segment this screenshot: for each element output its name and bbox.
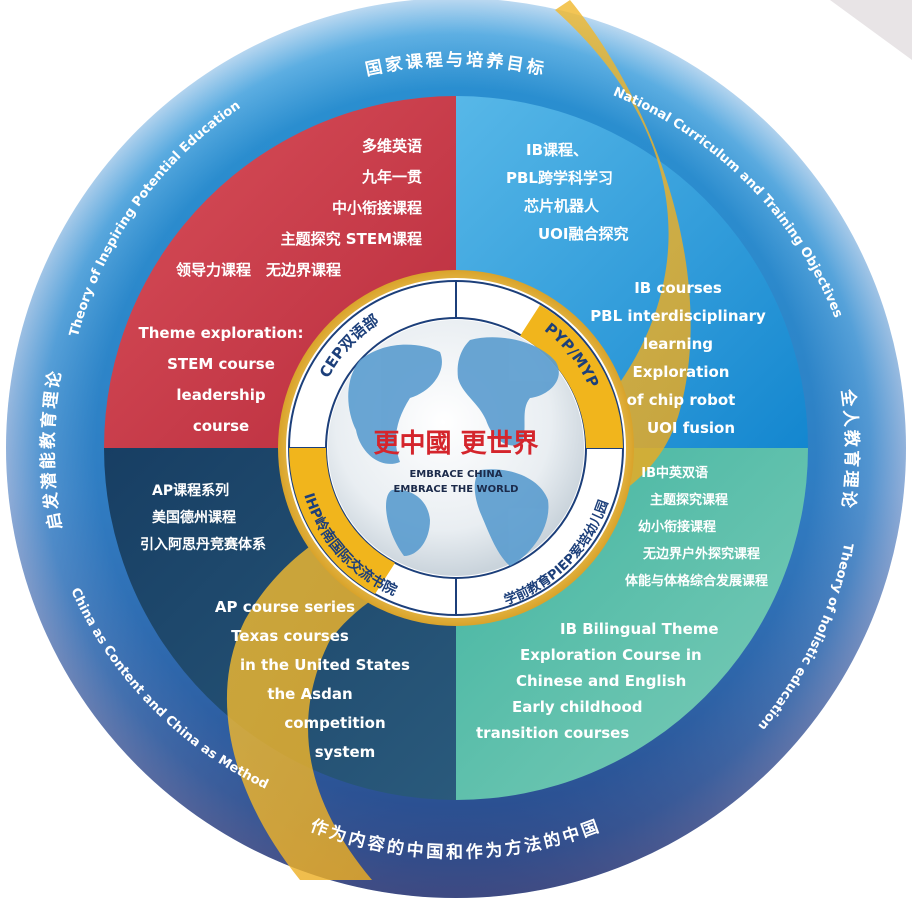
ihp-en-item: competition bbox=[284, 714, 386, 732]
piep-cn-item: 无边界户外探究课程 bbox=[642, 547, 760, 562]
ihp-en-item: Texas courses bbox=[231, 627, 349, 645]
ihp-cn-item: 美国德州课程 bbox=[152, 510, 236, 526]
ihp-en-list: AP course series Texas courses in the Un… bbox=[180, 600, 430, 774]
piep-en-item: Chinese and English bbox=[516, 672, 687, 690]
piep-cn-list: IB中英双语 主题探究课程 幼小衔接课程 无边界户外探究课程 体能与体格综合发展… bbox=[566, 467, 770, 602]
piep-en-item: Exploration Course in bbox=[520, 646, 702, 664]
inner-ring-gold-segment bbox=[520, 305, 623, 448]
pyp-en-item: Exploration bbox=[632, 363, 730, 381]
ihp-en-item: AP course series bbox=[214, 598, 356, 616]
ihp-en-item: the Asdan bbox=[267, 685, 353, 703]
piep-en-item: transition courses bbox=[476, 724, 630, 742]
cep-cn-item: 九年一贯 bbox=[361, 168, 422, 186]
piep-cn-item: IB中英双语 bbox=[641, 466, 708, 481]
pyp-en-item: UOI fusion bbox=[647, 419, 735, 437]
center-calligraphy: 更中國 更世界 bbox=[373, 429, 538, 459]
cep-cn-item: 中小衔接课程 bbox=[331, 199, 422, 217]
pyp-cn-list: IB课程、 PBL跨学科学习 芯片机器人 UOI融合探究 bbox=[498, 143, 688, 255]
corner-decoration bbox=[830, 0, 912, 60]
ihp-cn-item: 引入阿思丹竞赛体系 bbox=[140, 537, 266, 553]
pyp-en-list: IB courses PBL interdisciplinary learnin… bbox=[580, 281, 776, 449]
piep-cn-item: 体能与体格综合发展课程 bbox=[624, 574, 768, 589]
cep-cn-item: 主题探究 STEM课程 bbox=[280, 230, 422, 248]
cep-cn-list: 多维英语 九年一贯 中小衔接课程 主题探究 STEM课程 领导力课程 无边界课程 bbox=[170, 139, 422, 294]
center-en-line2: EMBRACE THE WORLD bbox=[394, 484, 519, 495]
pyp-cn-item: PBL跨学科学习 bbox=[506, 169, 613, 187]
cep-cn-item: 多维英语 bbox=[361, 137, 422, 155]
inner-ring-gold-segment bbox=[289, 448, 395, 594]
center-en-line1: EMBRACE CHINA bbox=[409, 469, 502, 480]
pyp-en-item: PBL interdisciplinary bbox=[590, 307, 766, 325]
ihp-en-item: in the United States bbox=[240, 656, 410, 674]
ihp-cn-item: AP课程系列 bbox=[152, 483, 230, 499]
cep-cn-item: 领导力课程 无边界课程 bbox=[176, 261, 342, 279]
pyp-cn-item: IB课程、 bbox=[526, 141, 589, 159]
piep-en-item: IB Bilingual Theme bbox=[560, 620, 719, 638]
ihp-en-item: system bbox=[314, 743, 376, 761]
pyp-en-item: learning bbox=[642, 335, 714, 353]
piep-cn-item: 幼小衔接课程 bbox=[637, 520, 716, 535]
cep-en-item: course bbox=[192, 417, 250, 435]
piep-en-item: Early childhood bbox=[512, 698, 643, 716]
ring-text-right: 全人教育理论 bbox=[837, 387, 863, 512]
cep-en-item: Theme exploration: bbox=[138, 324, 304, 342]
ihp-cn-list: AP课程系列 美国德州课程 引入阿思丹竞赛体系 bbox=[140, 484, 320, 565]
cep-en-item: leadership bbox=[176, 386, 266, 404]
cep-en-item: STEM course bbox=[167, 355, 275, 373]
piep-en-list: IB Bilingual Theme Exploration Course in… bbox=[472, 622, 722, 752]
pyp-cn-item: 芯片机器人 bbox=[524, 197, 600, 215]
pyp-en-item: IB courses bbox=[634, 279, 722, 297]
piep-cn-item: 主题探究课程 bbox=[649, 493, 728, 508]
globe-continents bbox=[348, 337, 559, 566]
pyp-en-item: of chip robot bbox=[626, 391, 736, 409]
pyp-cn-item: UOI融合探究 bbox=[538, 225, 629, 243]
cep-en-list: Theme exploration: STEM course leadershi… bbox=[126, 326, 316, 450]
